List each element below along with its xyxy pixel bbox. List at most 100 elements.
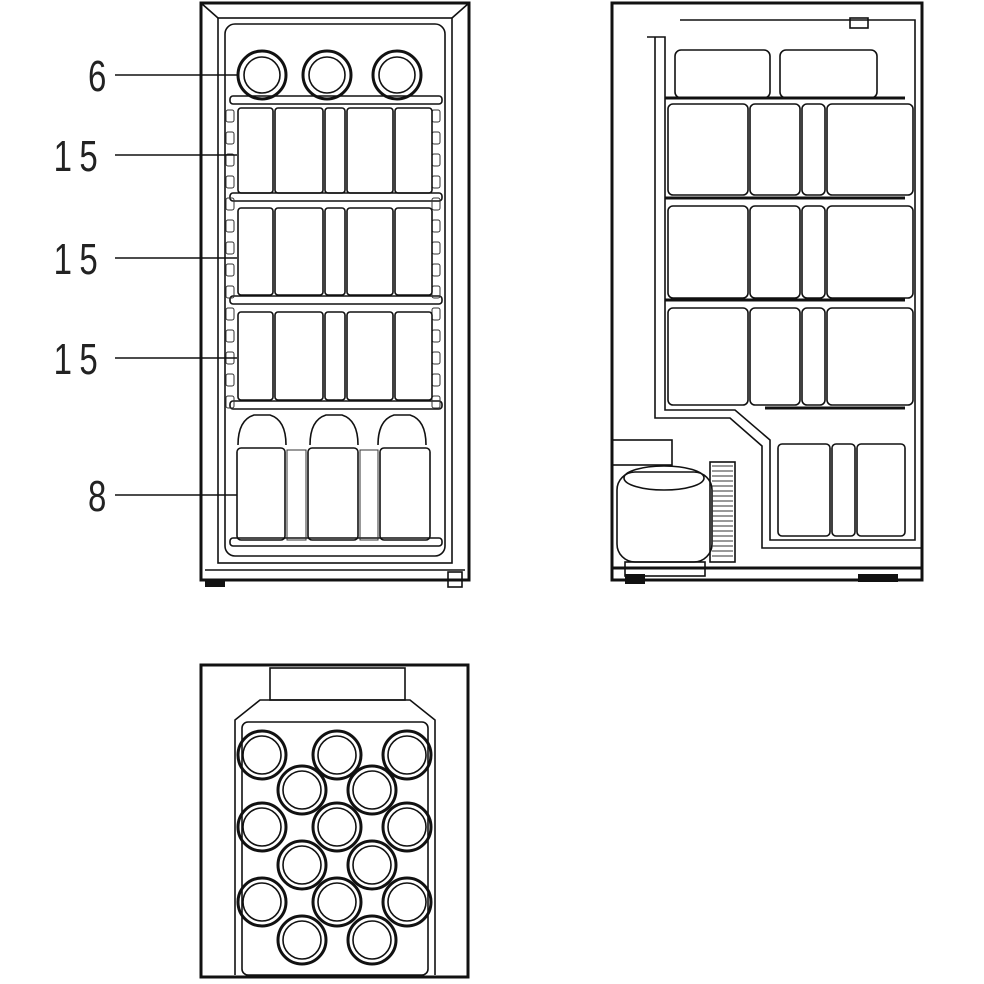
door-frame — [217, 17, 453, 564]
top-can-inner — [282, 920, 322, 960]
bottle-neck — [309, 414, 359, 446]
front-view — [199, 1, 471, 588]
top-can-inner — [352, 845, 392, 885]
side-view — [610, 1, 924, 584]
shelf-rail-clip — [225, 175, 235, 189]
top-can — [381, 876, 433, 928]
top-can — [311, 876, 363, 928]
can-end-inner — [243, 56, 281, 94]
callout-label: 8 — [88, 473, 114, 522]
side-can — [667, 307, 749, 406]
top-outline — [199, 663, 470, 979]
can — [346, 107, 394, 194]
top-can — [276, 764, 328, 816]
hinge — [849, 17, 869, 29]
shelf-rail-clip — [225, 131, 235, 145]
side-can — [801, 205, 826, 299]
can-end — [371, 49, 423, 101]
side-foot — [858, 574, 898, 582]
top-can-inner — [282, 845, 322, 885]
foot-right — [447, 571, 463, 588]
side-can — [674, 49, 771, 99]
cabinet-outline — [199, 1, 471, 582]
top-can — [311, 729, 363, 781]
shelf-rail-clip — [225, 285, 235, 299]
shelf-rail-clip — [431, 329, 441, 343]
callout-label: 15 — [54, 236, 106, 285]
shelf-rail-clip — [431, 175, 441, 189]
side-can — [777, 443, 831, 537]
top-can — [381, 801, 433, 853]
top-can — [346, 839, 398, 891]
top-can — [381, 729, 433, 781]
can — [324, 107, 346, 194]
shelf-rail-clip — [225, 307, 235, 321]
side-can — [667, 103, 749, 196]
side-can — [779, 49, 878, 99]
top-view — [199, 663, 470, 979]
top-can-inner — [387, 882, 427, 922]
top-can — [276, 839, 328, 891]
shelf-rail-clip — [431, 241, 441, 255]
condenser — [709, 461, 736, 563]
shelf — [229, 400, 443, 410]
bottle — [379, 447, 431, 541]
side-can — [801, 103, 826, 196]
can — [274, 311, 324, 401]
top-can — [236, 876, 288, 928]
top-can-inner — [317, 807, 357, 847]
can-end — [236, 49, 288, 101]
can — [394, 311, 433, 401]
top-can — [346, 764, 398, 816]
can — [237, 207, 274, 296]
side-foot-rear — [625, 574, 645, 584]
shelf-rail-clip — [431, 395, 441, 409]
shelf-rail-clip — [431, 153, 441, 167]
can — [237, 311, 274, 401]
shelf-rail-clip — [225, 197, 235, 211]
shelf-rail-clip — [431, 219, 441, 233]
can-end — [301, 49, 353, 101]
callout-label: 15 — [54, 133, 106, 182]
can — [394, 107, 433, 194]
shelf-rail-clip — [225, 373, 235, 387]
top-can-inner — [352, 770, 392, 810]
side-can — [801, 307, 826, 406]
top-can-inner — [317, 735, 357, 775]
shelf-rail-clip — [225, 153, 235, 167]
can — [237, 107, 274, 194]
bottle — [236, 447, 286, 541]
top-can-inner — [317, 882, 357, 922]
bracket — [611, 439, 673, 466]
callout-label: 6 — [88, 53, 114, 102]
bottle-neck — [237, 414, 287, 446]
bottle-back — [286, 449, 307, 541]
side-can — [826, 307, 914, 406]
side-can — [749, 205, 801, 299]
bottle — [307, 447, 359, 541]
side-cabinet-outline — [610, 1, 924, 582]
shelf-rail-clip — [431, 131, 441, 145]
shelf-rail-clip — [431, 263, 441, 277]
side-can — [749, 103, 801, 196]
top-can — [276, 914, 328, 966]
shelf-rail-clip — [225, 263, 235, 277]
door-gasket — [224, 23, 446, 557]
side-can — [826, 205, 914, 299]
shelf-rail-clip — [431, 109, 441, 123]
bottle-neck — [377, 414, 427, 446]
shelf-rail-clip — [431, 307, 441, 321]
top-can — [311, 801, 363, 853]
top-hinge-plate — [269, 667, 406, 701]
can — [324, 311, 346, 401]
can — [394, 207, 433, 296]
top-can-inner — [282, 770, 322, 810]
shelf-rail-clip — [225, 329, 235, 343]
top-can-inner — [387, 735, 427, 775]
foot-left — [205, 580, 225, 587]
top-can — [236, 801, 288, 853]
can-end-inner — [378, 56, 416, 94]
shelf-rail-clip — [431, 197, 441, 211]
side-can — [856, 443, 906, 537]
